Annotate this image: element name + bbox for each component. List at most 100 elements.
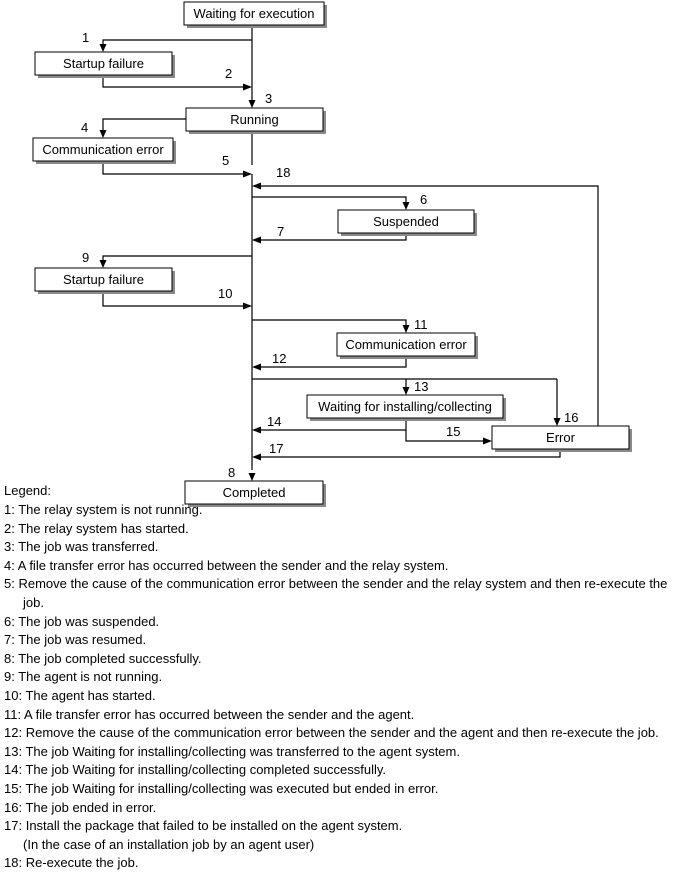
legend-num-11: 11: — [4, 706, 22, 722]
state-label-startup-failure-relay: Startup failure — [63, 56, 144, 71]
legend-num-13: 13: — [4, 743, 23, 759]
edge-number-9: 9 — [82, 250, 89, 265]
edge-number-7: 7 — [277, 224, 284, 239]
legend-num-7: 7: — [4, 632, 15, 648]
legend-item-6: 6: The job was suspended. — [4, 613, 672, 632]
edge-1-path — [102, 39, 252, 44]
legend-item-1: 1: The relay system is not running. — [4, 501, 672, 520]
edge-15-path — [405, 430, 483, 442]
edge-4-arrowhead — [99, 130, 107, 138]
state-box-completed: Completed — [184, 480, 326, 507]
legend-text-15: The job Waiting for installing/collectin… — [25, 780, 439, 796]
legend-item-17: 17: Install the package that failed to b… — [4, 817, 672, 854]
legend-item-12: 12: Remove the cause of the communicatio… — [4, 724, 672, 743]
legend-num-3: 3: — [4, 539, 15, 555]
legend-text-16: The job ended in error. — [25, 799, 157, 815]
legend-num-8: 8: — [4, 650, 15, 666]
state-box-waiting-for-installing-collecting: Waiting for installing/collecting — [306, 394, 506, 421]
edge-2-arrowhead — [243, 83, 252, 91]
legend-item-18: 18: Re-execute the job. — [4, 854, 672, 873]
edge-4-path — [102, 118, 186, 130]
legend-text-10: The agent has started. — [25, 687, 156, 703]
legend-text-9: The agent is not running. — [18, 669, 163, 685]
state-box-startup-failure-relay: Startup failure — [34, 51, 175, 78]
edge-number-5: 5 — [222, 153, 229, 168]
legend-num-9: 9: — [4, 669, 15, 685]
legend-section: Legend: 1: The relay system is not runni… — [4, 481, 672, 873]
edge-8-arrowhead — [248, 473, 256, 481]
legend-item-14: 14: The job Waiting for installing/colle… — [4, 761, 672, 780]
edge-12-arrowhead — [252, 363, 261, 371]
edge-18-path — [261, 185, 599, 426]
legend-list: 1: The relay system is not running. 2: T… — [4, 501, 672, 873]
legend-text-14: The job Waiting for installing/collectin… — [25, 762, 387, 778]
legend-item-11: 11: A file transfer error has occurred b… — [4, 706, 672, 725]
edge-10-arrowhead — [243, 302, 252, 310]
state-box-running: Running — [185, 107, 326, 134]
edge-number-14: 14 — [267, 414, 281, 429]
edge-12-path — [261, 356, 407, 368]
edge-number-4: 4 — [81, 120, 88, 135]
state-box-waiting-for-execution: Waiting for execution — [183, 1, 327, 28]
edge-6-path — [252, 196, 407, 202]
legend-text-18: Re-execute the job. — [25, 855, 139, 871]
legend-title: Legend: — [4, 483, 51, 498]
edge-number-15: 15 — [446, 424, 460, 439]
legend-item-5: 5: Remove the cause of the communication… — [4, 575, 672, 612]
legend-num-14: 14: — [4, 762, 23, 778]
state-label-completed: Completed — [223, 485, 286, 500]
state-label-communication-error-agent: Communication error — [345, 337, 467, 352]
legend-num-17: 17: — [4, 818, 23, 834]
state-box-suspended: Suspended — [337, 209, 477, 236]
legend-item-13: 13: The job Waiting for installing/colle… — [4, 743, 672, 762]
state-box-layer: Waiting for execution Startup failure Ru… — [32, 1, 632, 507]
edge-number-6: 6 — [420, 192, 427, 207]
legend-num-2: 2: — [4, 520, 15, 536]
state-label-communication-error-relay: Communication error — [42, 142, 164, 157]
edge-number-16: 16 — [564, 410, 578, 425]
state-box-startup-failure-agent: Startup failure — [34, 267, 175, 294]
edge-7-arrowhead — [252, 236, 261, 244]
state-box-communication-error-agent: Communication error — [336, 332, 478, 359]
edge-16-arrowhead — [553, 418, 561, 426]
legend-text-11: A file transfer error has occurred betwe… — [24, 706, 415, 722]
state-box-error: Error — [491, 425, 632, 452]
state-label-running: Running — [230, 112, 278, 127]
legend-text-13: The job Waiting for installing/collectin… — [25, 743, 460, 759]
legend-item-15: 15: The job Waiting for installing/colle… — [4, 780, 672, 799]
legend-num-1: 1: — [4, 502, 15, 517]
edge-number-17: 17 — [269, 441, 283, 456]
edge-number-1: 1 — [82, 30, 89, 45]
edge-9-arrowhead — [99, 260, 107, 268]
edge-18-arrowhead — [252, 182, 261, 190]
legend-text-1: The relay system is not running. — [18, 502, 203, 517]
legend-item-7: 7: The job was resumed. — [4, 631, 672, 650]
state-label-suspended: Suspended — [373, 214, 439, 229]
edge-10-path — [102, 291, 243, 307]
edge-6-arrowhead — [402, 202, 410, 210]
legend-text-17: Install the package that failed to be in… — [25, 818, 403, 834]
edge-number-11: 11 — [414, 317, 428, 332]
legend-text-17-cont: (In the case of an installation job by a… — [23, 836, 315, 852]
legend-item-10: 10: The agent has started. — [4, 687, 672, 706]
legend-num-6: 6: — [4, 613, 15, 629]
edge-number-layer: 1 2 3 4 5 6 7 8 9 10 11 12 13 14 15 16 1… — [81, 30, 578, 480]
state-label-error: Error — [546, 430, 576, 445]
legend-item-9: 9: The agent is not running. — [4, 668, 672, 687]
edge-2-path — [102, 75, 243, 88]
edge-number-3: 3 — [265, 91, 272, 106]
legend-num-4: 4: — [4, 557, 15, 573]
legend-num-15: 15: — [4, 780, 23, 796]
edge-3-arrowhead — [248, 100, 256, 108]
edge-9-path — [102, 255, 252, 260]
legend-text-4: A file transfer error has occurred betwe… — [17, 557, 449, 573]
legend-text-3: The job was transferred. — [18, 539, 159, 555]
edge-11-arrowhead — [402, 325, 410, 333]
legend-num-10: 10: — [4, 687, 23, 703]
legend-text-8: The job completed successfully. — [18, 650, 202, 666]
edge-number-18: 18 — [276, 165, 290, 180]
edge-5-arrowhead — [243, 170, 252, 178]
edge-15-arrowhead — [483, 437, 492, 445]
legend-item-8: 8: The job completed successfully. — [4, 650, 672, 669]
legend-num-16: 16: — [4, 799, 23, 815]
